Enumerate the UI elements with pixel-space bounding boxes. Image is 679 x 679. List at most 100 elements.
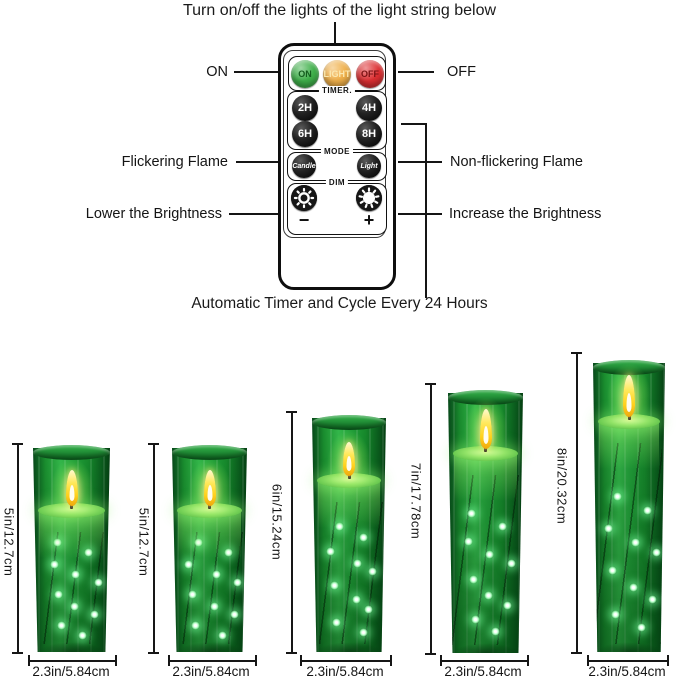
timer-8h-button[interactable]: 8H xyxy=(356,121,382,147)
non-flickering-flame-label: Non-flickering Flame xyxy=(450,154,583,170)
mode-candle-button[interactable]: Candle xyxy=(292,154,316,178)
led-light-dot xyxy=(184,560,193,569)
diameter-measure-tick xyxy=(667,655,669,666)
led-light-dot xyxy=(503,601,512,610)
height-measure-line xyxy=(17,443,19,652)
flickering-flame-label: Flickering Flame xyxy=(121,154,228,170)
led-light-dot xyxy=(218,631,227,640)
diameter-measure-tick xyxy=(440,655,442,666)
off-button-label: OFF xyxy=(361,69,379,79)
height-measure-tick xyxy=(286,652,297,654)
light-button[interactable]: LIGHT xyxy=(323,60,351,88)
candle-base-shade xyxy=(176,642,243,652)
led-light-dot xyxy=(484,591,493,600)
height-measure-line xyxy=(153,443,155,652)
mode-group-label: MODE xyxy=(321,147,353,156)
bottom-caption: Automatic Timer and Cycle Every 24 Hours xyxy=(191,295,488,312)
led-light-dot xyxy=(330,581,339,590)
increase-brightness-label: Increase the Brightness xyxy=(449,206,602,222)
diameter-measure-tick xyxy=(255,655,257,666)
lower-connector-line xyxy=(229,213,278,215)
diameter-measure-tick xyxy=(168,655,170,666)
led-light-dot xyxy=(604,524,613,533)
led-light-dot xyxy=(50,560,59,569)
mode-light-button[interactable]: Light xyxy=(357,154,381,178)
increase-connector-line xyxy=(398,213,442,215)
candle-3 xyxy=(312,415,386,652)
diameter-measure-line xyxy=(587,660,667,662)
candle-1 xyxy=(33,445,110,652)
timer-group: TIMER. 2H 4H 6H 8H xyxy=(287,86,387,150)
string-light-wire xyxy=(595,443,663,644)
diameter-measure-tick xyxy=(28,655,30,666)
height-measure-tick xyxy=(286,411,297,413)
wax-glow xyxy=(598,421,660,469)
diameter-measure-tick xyxy=(300,655,302,666)
led-light-dot xyxy=(57,621,66,630)
dim-sun-icon[interactable] xyxy=(291,185,317,211)
led-light-dot xyxy=(332,618,341,627)
timer-4h-button[interactable]: 4H xyxy=(356,95,382,121)
brightness-plus-button[interactable]: + xyxy=(363,210,375,230)
led-light-dot xyxy=(648,595,657,604)
diameter-measure-line xyxy=(440,660,527,662)
led-light-dot xyxy=(629,583,638,592)
height-measure-tick xyxy=(148,652,159,654)
height-measure-tick xyxy=(148,443,159,445)
light-button-label: LIGHT xyxy=(323,69,351,79)
candle-4 xyxy=(448,390,523,653)
diameter-measure-line xyxy=(300,660,390,662)
lower-brightness-label: Lower the Brightness xyxy=(85,206,222,222)
flame-core xyxy=(346,455,352,471)
height-measure-tick xyxy=(12,443,23,445)
diameter-measure-tick xyxy=(527,655,529,666)
candle-2 xyxy=(172,445,247,652)
candle-base-shade xyxy=(452,643,519,653)
led-light-dot xyxy=(631,538,640,547)
height-measure-tick xyxy=(571,352,582,354)
candle-1-diameter-label: 2.3in/5.84cm xyxy=(32,664,110,679)
led-light-dot xyxy=(611,610,620,619)
led-light-dot xyxy=(359,628,368,637)
glass-rim xyxy=(312,415,386,430)
diameter-measure-tick xyxy=(390,655,392,666)
candle-5-height-label: 8in/20.32cm xyxy=(554,447,570,525)
flickering-connector-line xyxy=(236,161,278,163)
on-connector-line xyxy=(234,71,278,73)
led-light-dot xyxy=(212,570,221,579)
led-light-dot xyxy=(464,537,473,546)
timer-stub-line xyxy=(401,123,427,125)
led-light-dot xyxy=(608,566,617,575)
on-button[interactable]: ON xyxy=(291,60,319,88)
led-light-dot xyxy=(613,492,622,501)
led-light-dot xyxy=(94,578,103,587)
flame-core xyxy=(626,393,632,412)
bright-sun-icon[interactable] xyxy=(356,185,382,211)
dim-group-label: DIM xyxy=(325,178,349,187)
candle-4-diameter-label: 2.3in/5.84cm xyxy=(444,664,522,679)
led-light-dot xyxy=(210,602,219,611)
led-light-dot xyxy=(233,578,242,587)
candle-1-height-label: 5in/12.7cm xyxy=(1,507,17,577)
led-light-dot xyxy=(364,605,373,614)
candle-flame xyxy=(343,442,355,476)
dim-sun-glyph xyxy=(291,185,317,211)
timer-2h-button[interactable]: 2H xyxy=(292,95,318,121)
led-light-dot xyxy=(353,559,362,568)
off-button[interactable]: OFF xyxy=(356,60,384,88)
remote-control: ON LIGHT OFF TIMER. 2H 4H 6H 8H MODE Can… xyxy=(278,43,396,290)
non-flickering-connector-line xyxy=(398,161,442,163)
candle-base-shade xyxy=(316,642,382,652)
led-light-dot xyxy=(359,533,368,542)
flame-core xyxy=(207,484,212,501)
led-light-dot xyxy=(54,590,63,599)
timer-6h-button[interactable]: 6H xyxy=(292,121,318,147)
brightness-minus-button[interactable]: − xyxy=(298,210,310,230)
caption-connector-line xyxy=(334,22,336,45)
dim-group: DIM xyxy=(287,178,387,235)
bright-sun-glyph xyxy=(356,185,382,211)
candle-flame xyxy=(479,409,492,449)
led-light-dot xyxy=(352,595,361,604)
led-light-dot xyxy=(326,547,335,556)
